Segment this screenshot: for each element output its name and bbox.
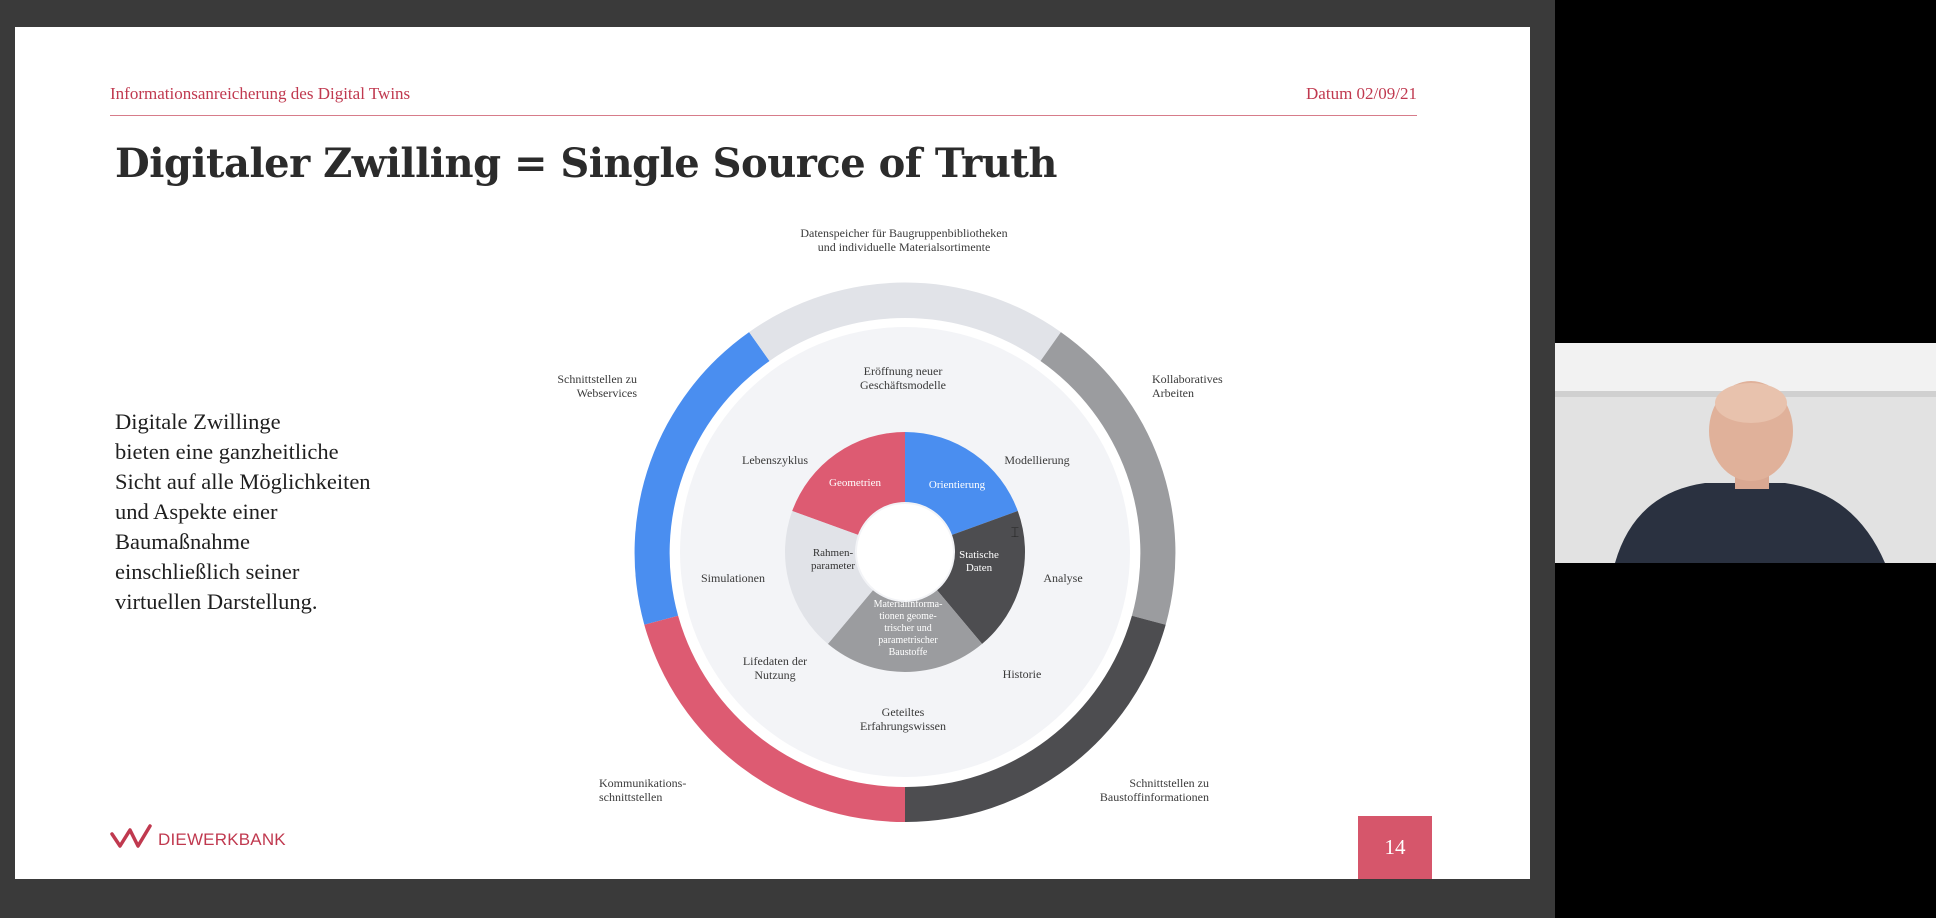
label-material-3: trischer und [884,623,932,634]
slide-title: Digitaler Zwilling = Single Source of Tr… [115,140,1057,187]
label-kommunikation-2: schnittstellen [599,790,662,804]
label-webservices-1: Schnittstellen zu [557,372,637,386]
body-line: Digitale Zwillinge [115,409,281,434]
label-simulationen: Simulationen [701,571,765,585]
label-eroeffnung-1: Eröffnung neuer [864,364,943,378]
label-material-2: tionen geome- [879,611,936,622]
outer-ring-kollaboratives [1040,332,1176,625]
label-baustoffinfo-1: Schnittstellen zu [1129,776,1209,790]
label-material-4: parametrischer [878,635,938,646]
label-kollaboratives-1: Kollaboratives [1152,372,1223,386]
label-webservices-2: Webservices [577,386,638,400]
mouse-cursor-icon: ⌶ [1011,526,1019,541]
body-line: einschließlich seiner [115,559,300,584]
label-analyse: Analyse [1043,571,1082,585]
label-lifedaten-1: Lifedaten der [743,654,807,668]
segment-geometrien [792,432,905,535]
body-line: Baumaßnahme [115,529,250,554]
label-lebenszyklus: Lebenszyklus [742,453,808,467]
slide-header-date: Datum 02/09/21 [1306,84,1417,103]
label-statische-1: Statische [959,549,999,561]
label-modellierung: Modellierung [1004,453,1069,467]
webcam-image [1555,343,1936,563]
label-rahmen-1: Rahmen- [813,547,854,559]
label-eroeffnung-2: Geschäftsmodelle [860,378,946,392]
diagram-center-hole [857,504,953,600]
body-line: virtuellen Darstellung. [115,589,318,614]
segment-rahmenparameter [784,511,873,644]
label-orientierung: Orientierung [929,479,986,491]
label-kollaboratives-2: Arbeiten [1152,386,1194,400]
outer-ring-webservices [634,332,770,625]
segment-statische-daten [937,511,1026,644]
label-datenspeicher-2: und individuelle Materialsortimente [818,240,991,254]
logo-text: DIEWERKBANK [158,830,286,849]
label-material-1: Materialinforma- [874,599,943,610]
outer-ring-datenspeicher [749,282,1061,361]
body-line: Sicht auf alle Möglichkeiten [115,469,371,494]
body-line: bieten eine ganzheitliche [115,439,339,464]
segment-orientierung [905,432,1018,535]
slide: Informationsanreicherung des Digital Twi… [15,27,1530,879]
label-historie: Historie [1003,667,1042,681]
werkbank-logo-icon [110,824,152,848]
slide-body-text: Digitale Zwillinge bieten eine ganzheitl… [115,407,475,617]
label-datenspeicher-1: Datenspeicher für Baugruppenbibliotheken [800,226,1007,240]
label-material-5: Baustoffe [889,647,928,658]
label-geteiltes-2: Erfahrungswissen [860,719,946,733]
webcam-video[interactable] [1555,343,1936,563]
label-geometrien: Geometrien [829,477,881,489]
digital-twin-diagram: Geometrien Orientierung Statische Daten … [557,226,1223,823]
label-geteiltes-1: Geteiltes [882,705,925,719]
label-baustoffinfo-2: Baustoffinformationen [1100,790,1209,804]
outer-ring-baustoffinformationen [905,615,1166,823]
label-statische-2: Daten [966,562,993,574]
body-line: und Aspekte einer [115,499,278,524]
header-divider [110,115,1417,116]
outer-ring-kommunikation [644,615,905,823]
label-rahmen-2: parameter [811,560,855,572]
slide-header-title: Informationsanreicherung des Digital Twi… [110,84,411,103]
label-kommunikation-1: Kommunikations- [599,776,686,790]
segment-materialinformationen [827,590,983,672]
slide-page-number: 14 [1358,816,1432,879]
label-lifedaten-2: Nutzung [754,668,795,682]
